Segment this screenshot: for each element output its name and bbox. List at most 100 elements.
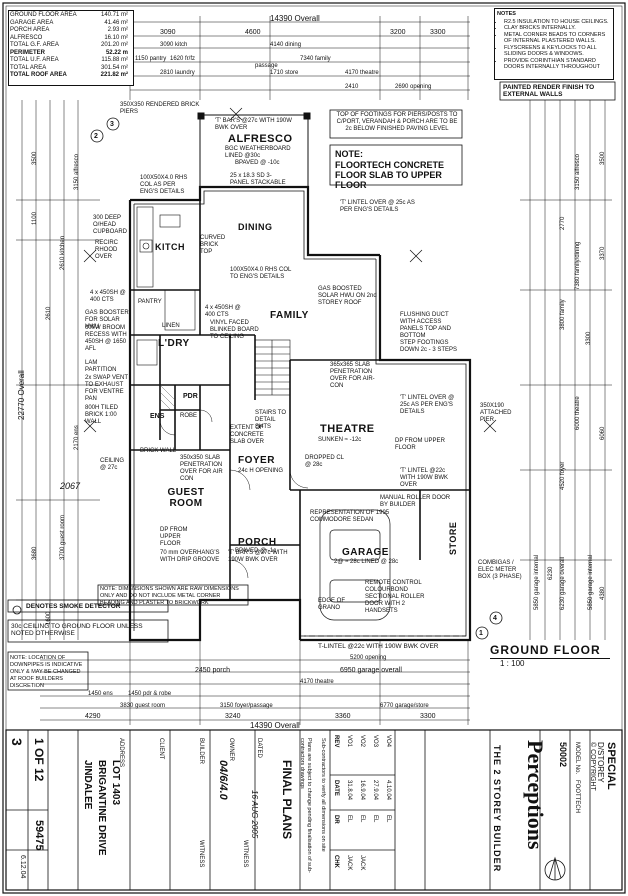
title-company-sub: THE 2 STOREY BUILDER (492, 745, 502, 873)
dim-left-mid: 2610 (46, 306, 52, 320)
callout-tbars: 'T' BAR'S @27c WITH 190W BWK OVER (215, 118, 292, 131)
dim-left-overall: 22770 Overall (17, 370, 26, 420)
title-disclaimer: Plans are subject to change pending fina… (299, 738, 312, 873)
area-value: 140.71 m² (100, 12, 128, 18)
title-witness-1: WITNESS (198, 840, 204, 868)
callout-flushing: FLUSHING DUCT WITH ACCESS PANELS TOP AND… (400, 312, 451, 339)
room-ldry: L'DRY (158, 338, 190, 349)
callout-exhaust: 2x SWAP VENT TO EXHAUST FOR VENTRE PAN (85, 375, 128, 402)
dim-left-ens-label: 2170 ens (74, 425, 80, 450)
title-job-no: 59475 (33, 820, 45, 851)
callout-commodore: REPRESENTATION OF 1995 COMMODORE SEDAN (310, 510, 390, 523)
dim-right-foyer: 4520 foyer (560, 461, 566, 490)
dim-bottom-theatre: 4170 theatre (300, 679, 334, 685)
revision-cell: JACK (359, 855, 365, 871)
rev-head-rev: REV (333, 735, 339, 748)
room-foyer-sub: 24c H OPENING (238, 468, 284, 474)
callout-combi: COMBIGAS / ELEC METER BOX (3 PHASE) (478, 560, 522, 580)
area-summary-table (8, 10, 134, 86)
dim-top-passage: passage (255, 63, 278, 69)
revision-cell: VO2 (359, 735, 365, 748)
title-model: MODEL No. (574, 742, 580, 775)
section-mark-4: 4 (493, 615, 497, 622)
callout-step: STEP FOOTINGS DOWN 2c - 3 STEPS (400, 340, 458, 353)
rev-head-chk: CHK (333, 855, 339, 868)
dim-right-2: 3370 (600, 246, 606, 260)
dim-left-alfresco: 3500 (32, 151, 38, 165)
title-dated-hand: 16 AUG 2005 (250, 790, 259, 839)
callout-rhs2: 100X50X4.0 RHS COL TO ENG'S DETAILS (230, 267, 292, 280)
title-address-1: LOT 1403 (110, 760, 121, 806)
dim-top-3: 3200 (390, 29, 406, 36)
area-label: PORCH AREA (10, 27, 50, 33)
callout-remote: REMOTE CONTROL COLOURBOND SECTIONAL ROLL… (365, 580, 425, 614)
revision-cell: 31.8.04 (346, 780, 352, 801)
callout-footings: TOP OF FOOTINGS FOR PIERS/POSTS TO C/POR… (336, 112, 458, 132)
title-final-plans: FINAL PLANS (280, 760, 294, 840)
revision-cell: VO4 (385, 735, 391, 748)
dim-right-family: 3800 family (560, 299, 566, 330)
title-address-3: JINDALEE (82, 760, 93, 810)
title-date-hand: 6.12.04 (19, 855, 26, 879)
dim-top-store: 1710 store (270, 70, 299, 76)
callout-brick-piers: 350X350 RENDERED BRICK PIERS (120, 102, 200, 115)
dim-right-garage-int: 5850 garage internal (534, 554, 540, 610)
callout-rhs: 100X50X4.0 RHS COL AS PER ENG'S DETAILS (140, 175, 188, 195)
dim-bottom-garage-open: 5200 opening (350, 655, 387, 661)
note-item: FLYSCREENS & KEYLOCKS TO ALL SLIDING DOO… (504, 45, 611, 58)
area-label: GROUND FLOOR AREA (10, 12, 77, 18)
revision-cell: EL (372, 815, 378, 823)
dim-bottom-small-ens: 1450 ens (88, 691, 113, 697)
note-item: PROVIDE CORINTHIAN STANDARD DOORS INTERN… (504, 58, 611, 71)
title-number: 50002 (558, 742, 568, 768)
room-guest: GUEST ROOM (167, 487, 205, 509)
area-value: 2.93 m² (107, 27, 128, 33)
dim-top-family: 7340 family (300, 56, 331, 62)
title-model-no: FOOTTECH (574, 780, 580, 813)
raw-dims-note: NOTE: DIMENSIONS SHOWN ARE RAW DIMENSION… (100, 586, 239, 606)
section-mark-1: 1 (479, 630, 483, 637)
title-owner: OWNER (228, 738, 234, 761)
revision-cell: VO1 (346, 735, 352, 748)
dim-bottom-row-4: 3300 (420, 713, 436, 720)
room-theatre-sub: SUNKEN ≈ -12c (318, 437, 362, 443)
callout-sh4: 4 x 450SH @ 400 CTS (90, 290, 126, 303)
callout-pen2: 350x350 SLAB PENETRATION OVER FOR AIR CO… (180, 455, 223, 482)
note-item: METAL CORNER BEADS TO CORNERS OF INTERNA… (504, 32, 611, 45)
dim-right-4: 6060 (600, 426, 606, 440)
callout-bgc: BGC WEATHERBOARD LINED @30c (225, 146, 291, 159)
callout-scale-hand: 2067 (60, 481, 81, 491)
render-note: PAINTED RENDER FINISH TO EXTERNAL WALLS (503, 84, 595, 98)
area-row: GROUND FLOOR AREA 140.71 m² (8, 12, 130, 20)
title-company: Perceptions (523, 740, 548, 850)
room-store: STORE (448, 521, 458, 555)
revision-cell: 16.9.04 (359, 780, 365, 801)
callout-sh4b: 4 x 450SH @ 400 CTS (205, 305, 241, 318)
dim-right-theatre: 6000 theatre (575, 396, 581, 430)
room-garage: GARAGE (342, 547, 389, 558)
callout-broom: 600W BROOM RECESS WITH 450SH @ 1650 AFL (85, 325, 127, 352)
note-item: R2.5 INSULATION TO HOUSE CEILINGS. (504, 19, 611, 26)
dim-left-guest-label: 3700 guest room (60, 514, 66, 560)
callout-tlintel2: 'T' LINTEL @22c WITH 190W BWK OVER (400, 468, 449, 488)
callout-overhangs: 70 mm OVERHANG'S WITH DRIP GROOVE (160, 550, 220, 563)
callout-recirc: RECIRC RHOOD OVER (95, 240, 119, 260)
dim-top-overall: 14390 Overall (270, 14, 320, 23)
title-verify: Sub-contractors to verify all dimensions… (320, 738, 326, 852)
room-pantry: PANTRY (138, 299, 162, 305)
smoke-detector-legend: DENOTES SMOKE DETECTOR (26, 603, 121, 610)
dim-top-theatre: 4170 theatre (345, 70, 379, 76)
callout-brick-wall: BRICK WALL (140, 448, 177, 454)
revision-cell: 27.9.04 (372, 780, 378, 801)
area-row: PORCH AREA 2.93 m² (8, 27, 130, 35)
callout-manual: MANUAL ROLLER DOOR BY BUILDER (380, 495, 451, 508)
title-builder: BUILDER (198, 738, 204, 765)
revision-cell: 4.10.04 (385, 780, 391, 801)
dim-top-2410: 2410 (345, 84, 359, 90)
